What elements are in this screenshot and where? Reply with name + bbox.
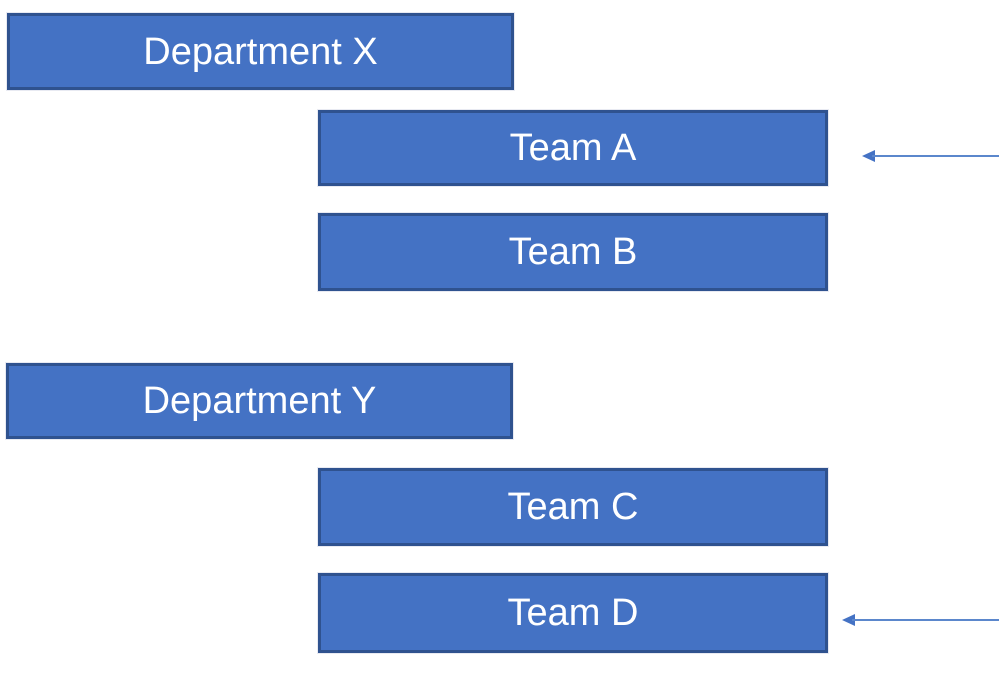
department-x-label: Department X — [143, 30, 378, 73]
department-y-label: Department Y — [142, 380, 377, 422]
team-a-label: Team A — [509, 127, 637, 169]
team-d-label: Team D — [507, 592, 639, 634]
team-c-label: Team C — [507, 486, 639, 528]
team-d-box: Team D — [318, 573, 828, 653]
team-b-box: Team B — [318, 213, 828, 291]
arrow-line — [852, 619, 999, 621]
arrow-line — [872, 155, 999, 157]
team-a-box: Team A — [318, 110, 828, 186]
department-x-box: Department X — [7, 13, 514, 90]
left-arrowhead-icon — [842, 614, 855, 626]
left-arrowhead-icon — [862, 150, 875, 162]
department-y-box: Department Y — [6, 363, 513, 439]
team-c-box: Team C — [318, 468, 828, 546]
team-b-label: Team B — [508, 231, 638, 273]
